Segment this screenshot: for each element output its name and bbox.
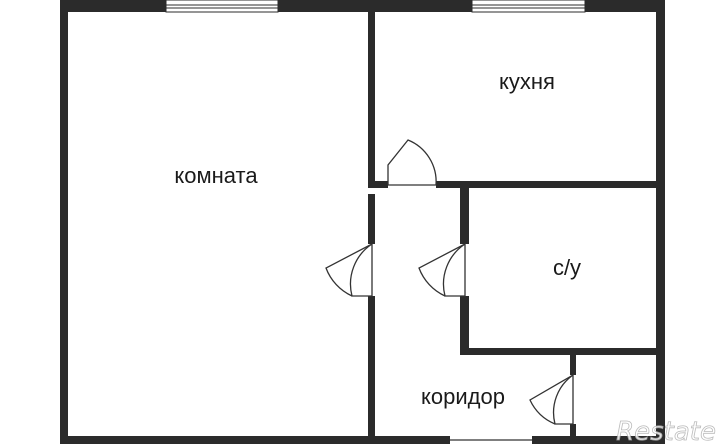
wall-room-kitchen <box>368 0 375 188</box>
room-label-corridor: коридор <box>421 384 505 409</box>
closet-door <box>552 373 574 425</box>
room-label-bathroom: с/у <box>553 255 581 280</box>
bottom-wall-left <box>60 436 450 444</box>
wall-closet-left-low <box>570 424 576 444</box>
window-right <box>471 0 586 13</box>
kitchen-door <box>387 139 437 186</box>
wall-kitchen-bottom-right <box>436 181 661 188</box>
wall-room-corridor-low <box>368 296 375 444</box>
left-wall <box>60 0 68 444</box>
wall-closet-left-top <box>570 355 576 375</box>
wall-kitchen-bottom-left <box>368 181 388 188</box>
wall-bath-left-low <box>460 296 469 355</box>
doors <box>325 139 574 441</box>
interior-walls <box>368 0 661 444</box>
room-label-kitchen: кухня <box>499 69 555 94</box>
room-label-living: комната <box>174 163 258 188</box>
wall-room-corridor-mid <box>368 194 375 244</box>
window-left <box>165 0 279 13</box>
wall-bath-bottom <box>460 348 661 355</box>
watermark-logo: Restate <box>616 417 716 444</box>
outer-walls <box>60 0 665 444</box>
top-wall-left <box>60 0 166 12</box>
right-wall <box>656 0 665 444</box>
bottom-wall-right <box>532 436 665 444</box>
wall-bath-left-top <box>460 181 469 244</box>
top-wall-right <box>585 0 665 12</box>
windows <box>165 0 586 13</box>
bathroom-door <box>442 242 466 297</box>
room-door <box>349 242 373 297</box>
